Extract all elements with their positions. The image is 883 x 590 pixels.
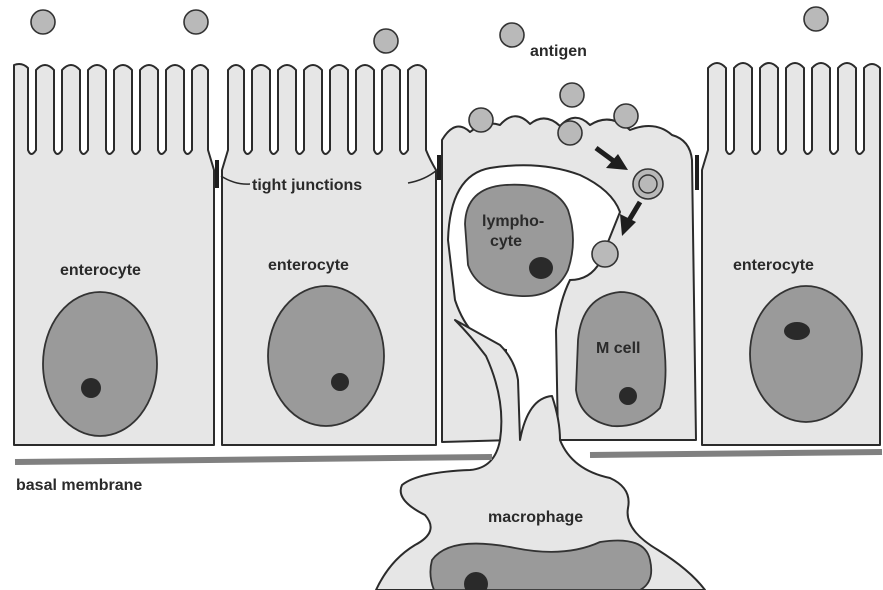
basal-membrane-right (590, 452, 882, 455)
label-macrophage: macrophage (488, 509, 583, 526)
enterocyte-3-nucleolus (784, 322, 810, 340)
antigen-particle (184, 10, 208, 34)
antigen-particle (804, 7, 828, 31)
antigen-particle (374, 29, 398, 53)
label-enterocyte-3: enterocyte (733, 257, 814, 274)
label-lymphocyte-line1: lympho- (482, 213, 544, 230)
lymphocyte-nucleolus (529, 257, 553, 279)
antigen-particle (558, 121, 582, 145)
antigen-particle (614, 104, 638, 128)
enterocyte-1-nucleolus (81, 378, 101, 398)
label-lymphocyte-line2: cyte (490, 233, 522, 250)
label-tight-junctions: tight junctions (252, 177, 362, 194)
m-cell-nucleus (576, 292, 666, 426)
label-enterocyte-2: enterocyte (268, 257, 349, 274)
enterocyte-3-nucleus (750, 286, 862, 422)
enterocyte-2-nucleus (268, 286, 384, 426)
m-cell-nucleolus (619, 387, 637, 405)
antigen-particle (469, 108, 493, 132)
antigen-particle-endocytosed (633, 169, 663, 199)
label-enterocyte-1: enterocyte (60, 262, 141, 279)
enterocyte-1-nucleus (43, 292, 157, 436)
label-m-cell: M cell (596, 340, 640, 357)
label-antigen: antigen (530, 43, 587, 60)
basal-membrane-left (15, 457, 492, 462)
antigen-particle (500, 23, 524, 47)
label-basal-membrane: basal membrane (16, 477, 142, 494)
antigen-particle (31, 10, 55, 34)
enterocyte-2-nucleolus (331, 373, 349, 391)
antigen-particle (560, 83, 584, 107)
antigen-particle-released (592, 241, 618, 267)
